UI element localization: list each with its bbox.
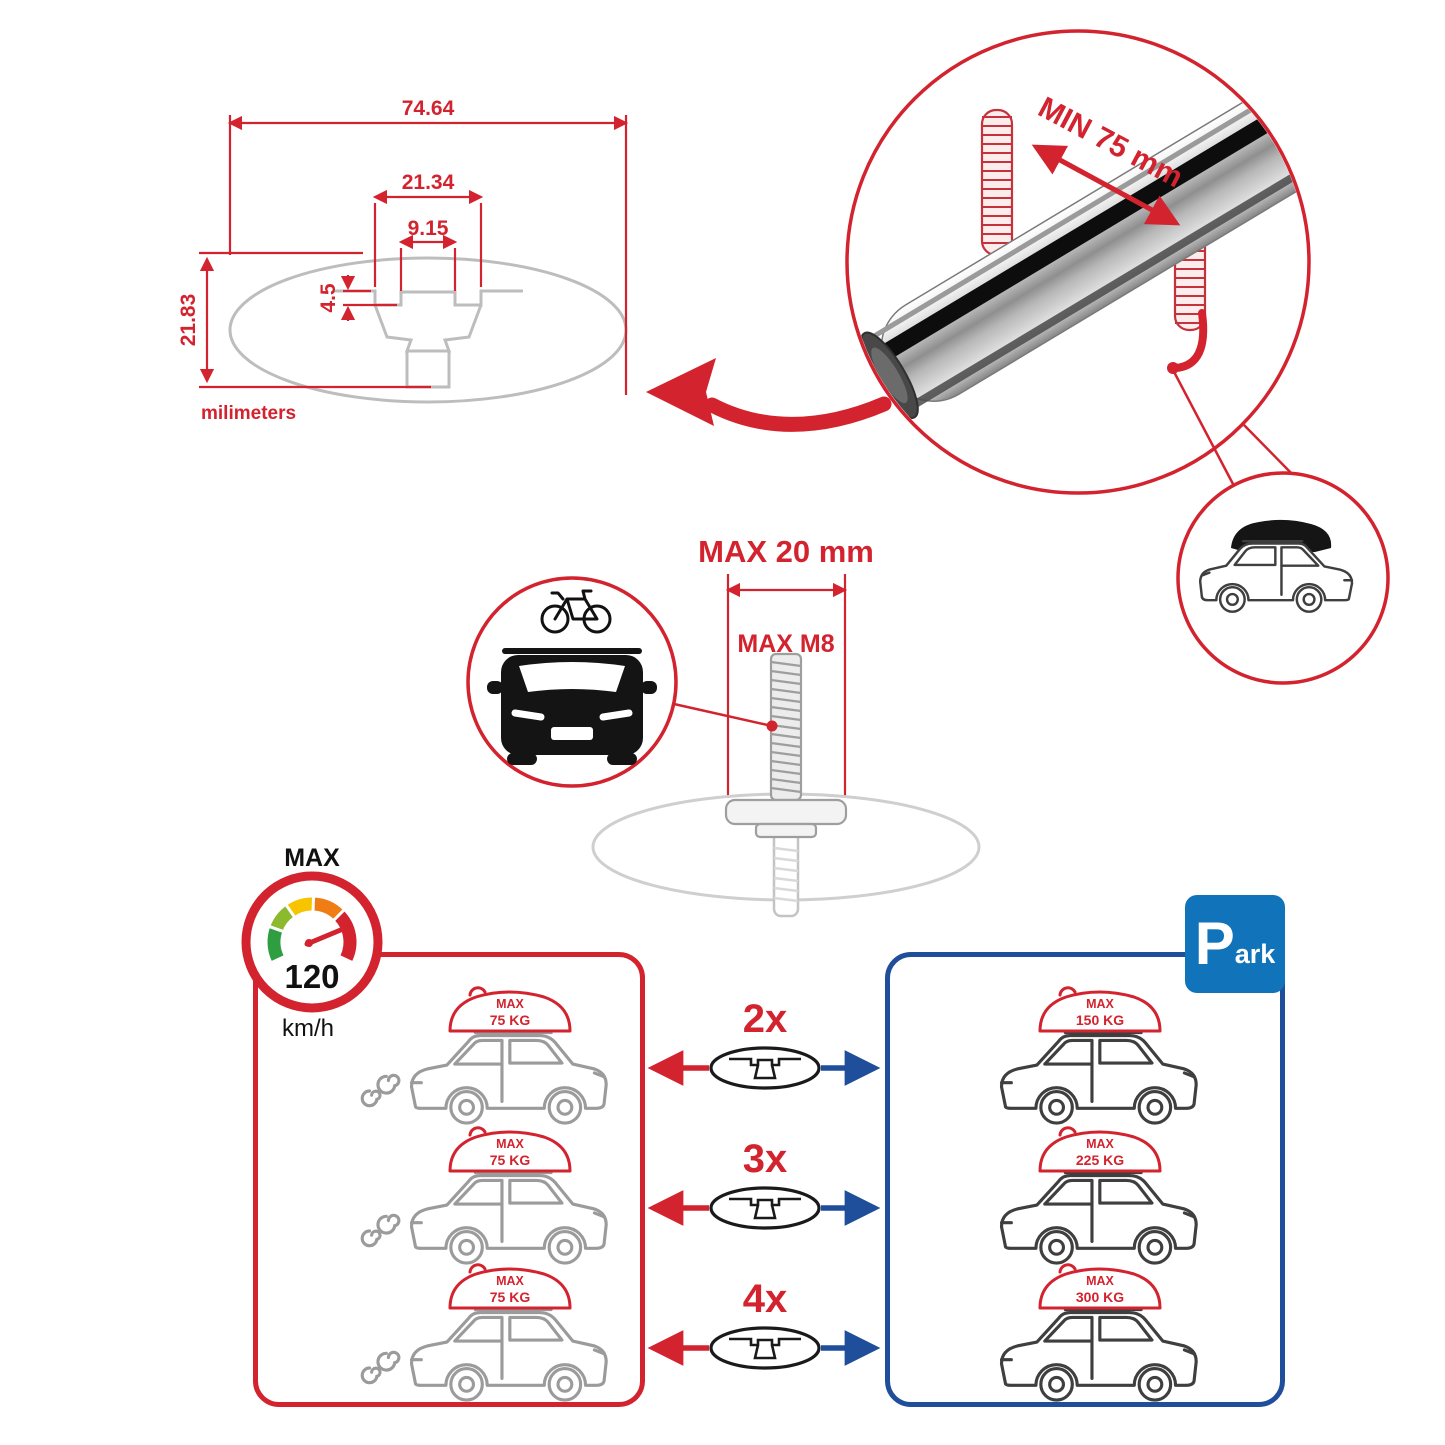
- car-front-icon: [487, 648, 657, 765]
- box-weight-label: 225 KG: [1076, 1152, 1124, 1168]
- crossbar-closeup-callout: MIN 75 mm: [845, 29, 1311, 495]
- bolt-icon: [724, 652, 848, 839]
- gauge-tick-separators: [268, 895, 346, 934]
- slot-outer-dimension-label: 21.34: [402, 171, 455, 194]
- multiplier-label: 2x: [743, 997, 788, 1041]
- parked-car-row: MAX 300 KG: [999, 1263, 1198, 1402]
- driving-car-row: MAX 75 KG: [360, 1263, 609, 1402]
- multiplier-label: 4x: [743, 1277, 788, 1321]
- box-max-label: MAX: [1086, 1274, 1114, 1288]
- bolt-diagram: MAX 20 mm MAX M8: [591, 534, 981, 918]
- speed-max-label: MAX: [284, 844, 340, 872]
- profile-section-icon: [228, 256, 628, 404]
- box-max-label: MAX: [1086, 997, 1114, 1011]
- units-label: milimeters: [201, 403, 296, 424]
- multiplier-row: 3x: [647, 1137, 881, 1230]
- bike-icon: [540, 589, 612, 634]
- driving-car-row: MAX 75 KG: [360, 986, 609, 1125]
- box-max-label: MAX: [496, 997, 524, 1011]
- box-max-label: MAX: [496, 1137, 524, 1151]
- speed-units: km/h: [282, 1015, 334, 1042]
- parked-car-row: MAX 225 KG: [999, 1126, 1198, 1265]
- speed-value: 120: [284, 958, 339, 995]
- max-depth-label: MAX 20 mm: [698, 534, 874, 569]
- driving-car-row: MAX 75 KG: [360, 1126, 609, 1265]
- bolt-leader-dot: [766, 720, 778, 732]
- multiplier-row: 2x: [647, 997, 881, 1090]
- step-dimension-label: 4.5: [317, 283, 340, 313]
- cross-section-diagram: 74.64 21.34 9.15 4.5 21.83 milimeters: [177, 97, 629, 424]
- parking-sign-p: P: [1194, 910, 1235, 977]
- box-weight-label: 75 KG: [490, 1012, 531, 1028]
- depth-extension-lines: [726, 574, 847, 798]
- bolt-leader-line: [673, 702, 773, 728]
- box-max-label: MAX: [1086, 1137, 1114, 1151]
- clamp-hook-left-icon: [980, 108, 1014, 257]
- parked-car-row: MAX 150 KG: [999, 986, 1198, 1125]
- crossbar-section-icon: [709, 1326, 821, 1370]
- suv-roofbox-callout: [1176, 471, 1390, 685]
- crossbar-section-icon: [709, 1046, 821, 1090]
- gauge-needle: [304, 926, 346, 947]
- height-dimension-label: 21.83: [177, 294, 200, 347]
- box-max-label: MAX: [496, 1274, 524, 1288]
- box-weight-label: 75 KG: [490, 1289, 531, 1305]
- car-bike-callout: [466, 576, 678, 788]
- parking-sign-ark: ark: [1234, 938, 1276, 969]
- box-weight-label: 75 KG: [490, 1152, 531, 1168]
- speed-limit-gauge: MAX 120 km/h: [241, 844, 383, 1042]
- multiplier-row: 4x: [647, 1277, 881, 1370]
- dimension-lines: [199, 115, 629, 395]
- suv-side-icon: [999, 1307, 1198, 1402]
- gauge-hub: [305, 939, 313, 947]
- crossbar-section-icon: [709, 1186, 821, 1230]
- box-weight-label: 150 KG: [1076, 1012, 1124, 1028]
- suv-side-icon: [409, 1307, 609, 1402]
- width-dimension-label: 74.64: [402, 97, 455, 120]
- multiplier-label: 3x: [743, 1137, 788, 1181]
- box-weight-label: 300 KG: [1076, 1289, 1124, 1305]
- suv-roofbox-icon: [1198, 519, 1354, 614]
- min-span-arrow: [1031, 144, 1181, 226]
- slot-inner-dimension-label: 9.15: [408, 217, 449, 240]
- callout-connector-lines: [1170, 367, 1297, 485]
- clamp-hook-curve: [1172, 309, 1208, 372]
- exhaust-icon: [360, 1350, 401, 1385]
- bolt-lower-shaft: [772, 828, 800, 918]
